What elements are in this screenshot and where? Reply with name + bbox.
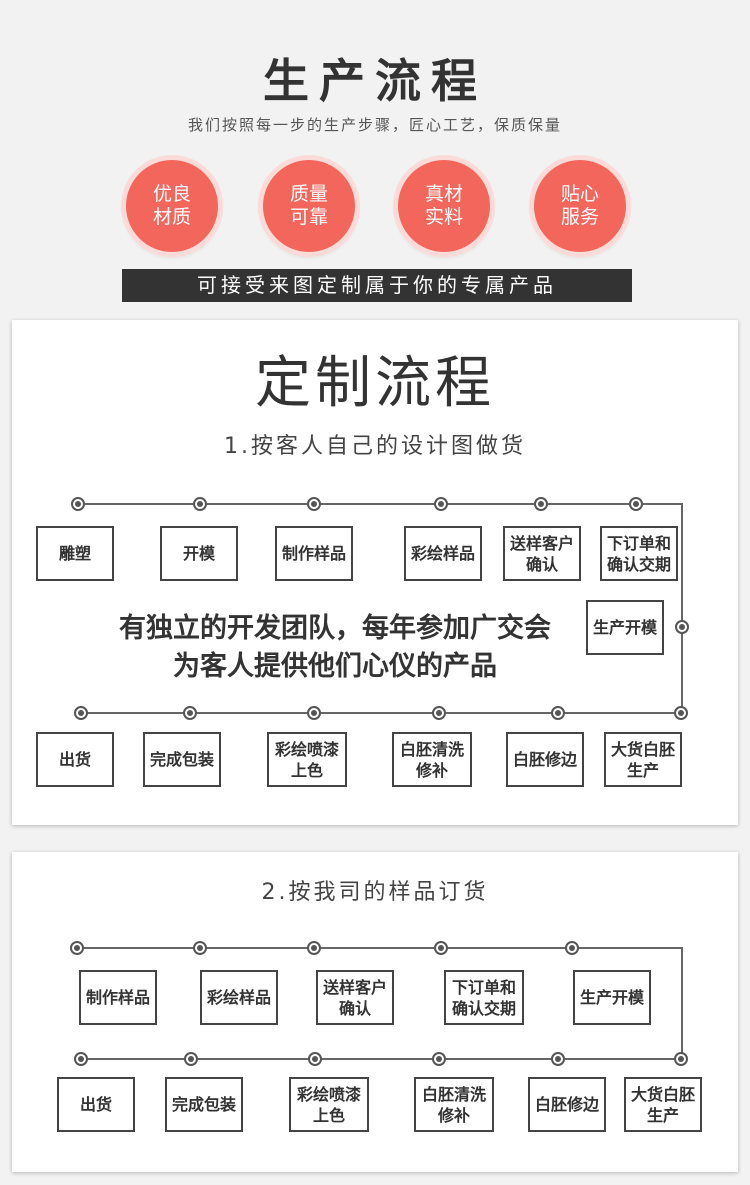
section-title: 定制流程 bbox=[255, 351, 495, 416]
flow-dot bbox=[629, 497, 643, 511]
step-box: 下订单和确认交期 bbox=[444, 970, 524, 1025]
step-box: 制作样品 bbox=[275, 526, 353, 581]
badge-line: 实料 bbox=[424, 206, 463, 228]
step-box: 开模 bbox=[160, 526, 238, 581]
badge-service: 贴心 服务 bbox=[534, 160, 626, 252]
flow-dot bbox=[432, 706, 446, 720]
badge-quality-material: 优良 材质 bbox=[126, 160, 218, 252]
step-box: 送样客户确认 bbox=[316, 970, 394, 1025]
flow-line-top bbox=[77, 503, 682, 505]
flow-dot bbox=[307, 706, 321, 720]
flow-dot bbox=[307, 941, 321, 955]
flow-dot bbox=[74, 706, 88, 720]
badge-line: 贴心 bbox=[560, 183, 599, 205]
step-title: 2.按我司的样品订货 bbox=[261, 880, 489, 905]
flow-dot bbox=[534, 497, 548, 511]
flow-dot bbox=[183, 706, 197, 720]
flow-line-bottom bbox=[77, 712, 683, 714]
page-subtitle: 我们按照每一步的生产步骤，匠心工艺，保质保量 bbox=[187, 116, 562, 134]
badge-line: 可靠 bbox=[289, 206, 328, 228]
flow-dot bbox=[193, 941, 207, 955]
step-box: 白胚清洗修补 bbox=[414, 1077, 494, 1132]
badge-line: 服务 bbox=[560, 206, 599, 228]
step-box: 制作样品 bbox=[79, 970, 157, 1025]
flow-dot bbox=[71, 497, 85, 511]
step-box: 彩绘喷漆上色 bbox=[289, 1077, 369, 1132]
step-box: 白胚清洗修补 bbox=[392, 732, 472, 787]
step-box: 出货 bbox=[36, 732, 114, 787]
flow-dot bbox=[565, 941, 579, 955]
flow-dot bbox=[193, 497, 207, 511]
step-box: 完成包装 bbox=[143, 732, 221, 787]
flow-dot bbox=[307, 497, 321, 511]
step-box: 下订单和确认交期 bbox=[600, 526, 678, 581]
badge-reliable: 质量 可靠 bbox=[263, 160, 355, 252]
flow-dot bbox=[308, 1052, 322, 1066]
promo-line: 为客人提供他们心仪的产品 bbox=[173, 651, 497, 682]
step-box: 彩绘样品 bbox=[200, 970, 278, 1025]
page-title: 生产流程 bbox=[263, 54, 487, 108]
step-box: 彩绘喷漆上色 bbox=[267, 732, 347, 787]
flow-dot bbox=[551, 1052, 565, 1066]
step-box: 雕塑 bbox=[36, 526, 114, 581]
badge-line: 真材 bbox=[424, 183, 463, 205]
badge-line: 质量 bbox=[289, 183, 328, 205]
flow-dot bbox=[432, 1052, 446, 1066]
promo-line: 有独立的开发团队，每年参加广交会 bbox=[119, 613, 551, 644]
step-box: 生产开模 bbox=[586, 600, 664, 655]
flow-dot bbox=[434, 497, 448, 511]
flow-dot bbox=[675, 620, 689, 634]
custom-banner: 可接受来图定制属于你的专属产品 bbox=[122, 269, 632, 302]
flow-line-side bbox=[681, 503, 683, 713]
badge-line: 优良 bbox=[152, 183, 191, 205]
badge-line: 材质 bbox=[152, 206, 191, 228]
step-box: 出货 bbox=[57, 1077, 135, 1132]
badge-genuine: 真材 实料 bbox=[398, 160, 490, 252]
sample-order-card: 2.按我司的样品订货 制作样品 彩绘样品 送样客户确认 下订单和确认交期 生产开… bbox=[12, 852, 738, 1172]
step-box: 白胚修边 bbox=[506, 732, 584, 787]
flow-line-top bbox=[77, 947, 682, 949]
flow-line-bottom bbox=[77, 1058, 683, 1060]
flow-dot bbox=[70, 941, 84, 955]
step-box: 白胚修边 bbox=[528, 1077, 606, 1132]
step-box: 生产开模 bbox=[573, 970, 651, 1025]
flow-dot bbox=[674, 1052, 688, 1066]
step-box: 大货白胚生产 bbox=[624, 1077, 702, 1132]
custom-process-card: 定制流程 1.按客人自己的设计图做货 雕塑 开模 制作样品 彩绘样品 送样客户确… bbox=[12, 320, 738, 825]
flow-dot bbox=[434, 941, 448, 955]
flow-dot bbox=[184, 1052, 198, 1066]
flow-dot bbox=[74, 1052, 88, 1066]
step-box: 大货白胚生产 bbox=[604, 732, 682, 787]
flow-line-side bbox=[681, 947, 683, 1059]
step-box: 彩绘样品 bbox=[404, 526, 482, 581]
step-box: 送样客户确认 bbox=[503, 526, 581, 581]
step-title: 1.按客人自己的设计图做货 bbox=[224, 434, 526, 459]
flow-dot bbox=[674, 706, 688, 720]
flow-dot bbox=[551, 706, 565, 720]
step-box: 完成包装 bbox=[165, 1077, 243, 1132]
